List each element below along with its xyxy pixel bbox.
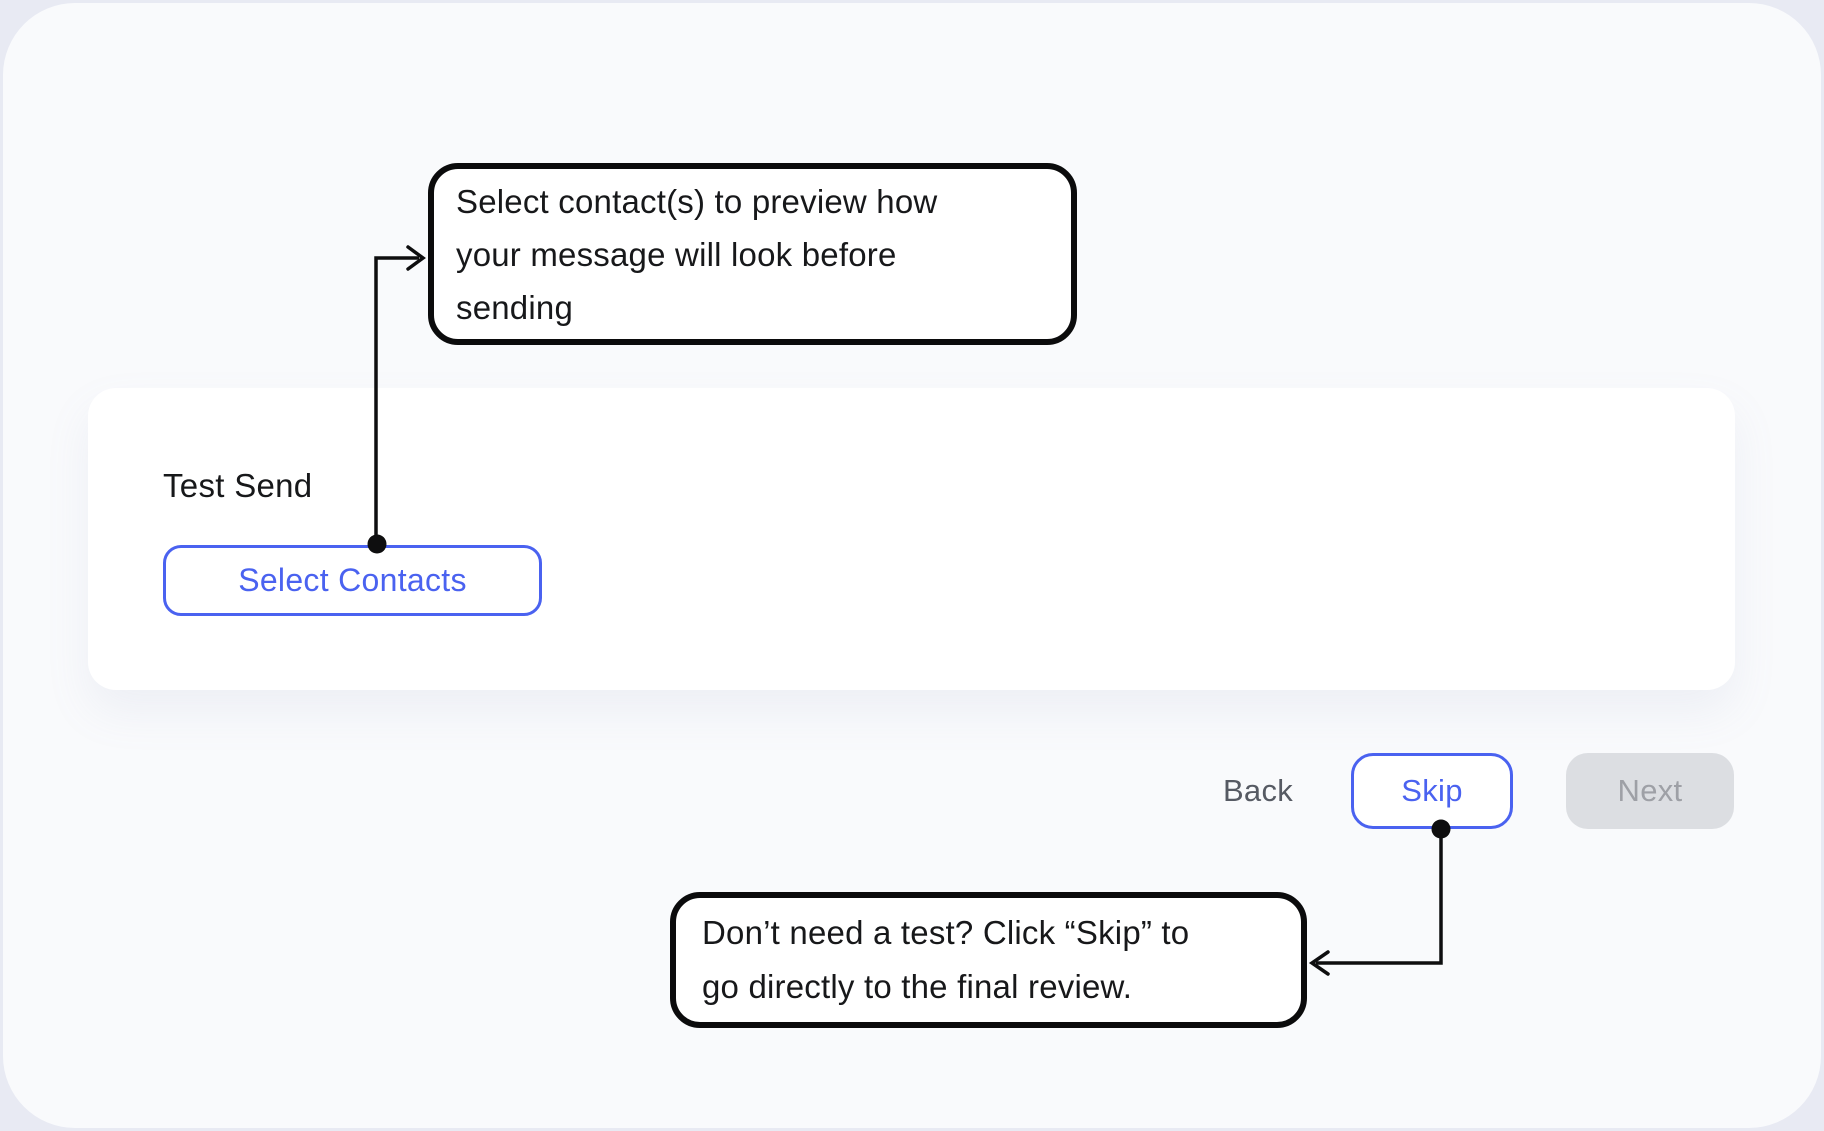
- skip-button[interactable]: Skip: [1351, 753, 1513, 829]
- tooltip-skip-line2: go directly to the final review.: [702, 968, 1133, 1005]
- tooltip-select-contacts-line1: Select contact(s) to preview how: [456, 182, 938, 220]
- test-send-card: [88, 388, 1735, 690]
- tooltip-select-contacts-line2: your message will look before: [456, 235, 897, 273]
- next-button-label: Next: [1617, 773, 1683, 808]
- tooltip-skip: Don’t need a test? Click “Skip” to go di…: [670, 892, 1307, 1028]
- tooltip-select-contacts-line3: sending: [456, 288, 573, 326]
- skip-button-label: Skip: [1401, 773, 1463, 808]
- tooltip-select-contacts: Select contact(s) to preview how your me…: [428, 163, 1077, 345]
- next-button-disabled[interactable]: Next: [1566, 753, 1734, 829]
- back-button-label: Back: [1222, 773, 1294, 808]
- tooltip-skip-line1: Don’t need a test? Click “Skip” to: [702, 914, 1190, 951]
- test-send-title: Test Send: [163, 467, 313, 504]
- select-contacts-button-label: Select Contacts: [238, 562, 467, 598]
- back-button[interactable]: Back: [1198, 753, 1318, 829]
- select-contacts-button[interactable]: Select Contacts: [163, 545, 542, 616]
